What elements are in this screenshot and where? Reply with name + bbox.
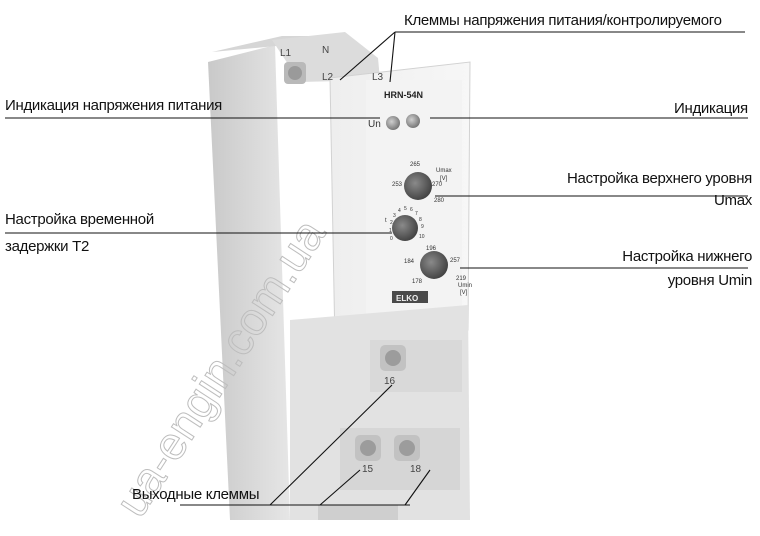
callout-delay-line1: Настройка временной xyxy=(5,211,154,228)
terminal-screw xyxy=(385,350,401,366)
scale-label: 10 xyxy=(419,234,425,240)
led-status xyxy=(406,114,420,128)
scale-label: [V] xyxy=(460,290,468,296)
scale-label: 270 xyxy=(432,182,443,188)
scale-label: [V] xyxy=(440,176,448,182)
scale-label: 257 xyxy=(450,258,461,264)
callout-terminals-supply: Клеммы напряжения питания/контролируемог… xyxy=(404,12,722,29)
device-model: HRN-54N xyxy=(384,90,423,100)
terminal-screw xyxy=(399,440,415,456)
callout-umax-line2: Umax xyxy=(714,192,752,209)
scale-label: 196 xyxy=(426,246,437,252)
terminal-label: 16 xyxy=(384,376,396,387)
scale-label: 7 xyxy=(415,211,418,217)
terminal-label: L1 xyxy=(280,48,292,59)
callout-umin-line2: уровня Umin xyxy=(668,272,752,289)
knob-umax xyxy=(404,172,432,200)
led-supply xyxy=(386,116,400,130)
scale-label: 8 xyxy=(419,217,422,223)
terminal-screw xyxy=(360,440,376,456)
brand-label: ELKO xyxy=(396,294,418,303)
terminal-label: 18 xyxy=(410,464,422,475)
scale-label: 265 xyxy=(410,162,421,168)
scale-label: 6 xyxy=(410,207,413,213)
scale-label: 5 xyxy=(404,206,407,212)
terminal-label: 15 xyxy=(362,464,374,475)
scale-label: Umax xyxy=(436,168,452,174)
scale-label: 0 xyxy=(390,236,393,242)
scale-label: 2 xyxy=(390,220,393,226)
callout-umax-line1: Настройка верхнего уровня xyxy=(567,170,752,187)
callout-umin-line1: Настройка нижнего xyxy=(622,248,752,265)
scale-label: Umin xyxy=(458,283,472,289)
scale-label: 178 xyxy=(412,279,423,285)
scale-label: 253 xyxy=(392,182,403,188)
knob-umin xyxy=(420,251,448,279)
scale-label: 4 xyxy=(398,208,401,214)
scale-label: 280 xyxy=(434,198,445,204)
din-foot xyxy=(318,505,398,520)
callout-supply-indication: Индикация напряжения питания xyxy=(5,97,222,114)
scale-label: 3 xyxy=(393,213,396,219)
terminal-screw xyxy=(288,66,302,80)
callout-delay-line2: задержки T2 xyxy=(5,238,89,255)
scale-label: 219 xyxy=(456,276,467,282)
scale-label: 184 xyxy=(404,259,415,265)
led-label: Un xyxy=(368,119,381,130)
terminal-label: L3 xyxy=(372,72,384,83)
callout-indication: Индикация xyxy=(674,100,748,117)
callout-output-terminals: Выходные клеммы xyxy=(132,486,259,503)
terminal-label: N xyxy=(322,45,329,56)
scale-label: 9 xyxy=(421,224,424,230)
terminal-label: L2 xyxy=(322,72,334,83)
knob-delay xyxy=(392,215,418,241)
